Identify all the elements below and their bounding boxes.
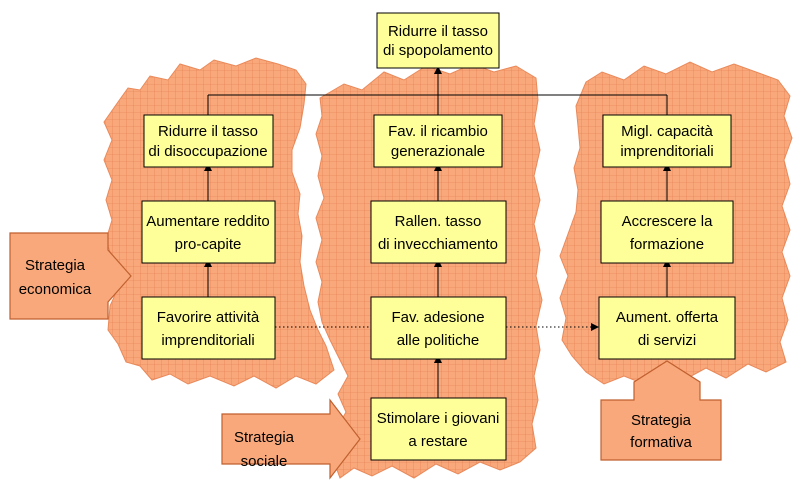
strategy-formativa-line1: Strategia — [631, 412, 692, 429]
goal-top-line1: Ridurre il tasso — [388, 23, 488, 40]
right-objective-line2: imprenditoriali — [620, 143, 713, 160]
center-bottom-line2: alle politiche — [397, 332, 480, 349]
center-base-line1: Stimolare i giovani — [377, 410, 500, 427]
left-middle-line2: pro-capite — [175, 236, 242, 253]
left-middle-line1: Aumentare reddito — [146, 213, 269, 230]
right-bottom-line1: Aument. offerta — [616, 309, 719, 326]
center-objective-line1: Fav. il ricambio — [388, 123, 488, 140]
box-center-objective: Fav. il ricambio generazionale — [373, 114, 503, 168]
goal-top-line2: di spopolamento — [383, 42, 493, 59]
center-middle-line1: Rallen. tasso — [395, 213, 482, 230]
connectors — [204, 66, 671, 398]
strategy-economica-line2: economica — [19, 281, 92, 298]
goal-box-top: Ridurre il tasso di spopolamento — [376, 12, 500, 69]
left-bottom-line1: Favorire attività — [157, 309, 260, 326]
strategy-formativa-line2: formativa — [630, 434, 692, 451]
box-right-middle: Accrescere la formazione — [600, 200, 734, 264]
right-objective-line1: Migl. capacità — [621, 123, 713, 140]
left-bottom-line2: imprenditoriali — [161, 332, 254, 349]
box-center-middle: Rallen. tasso di invecchiamento — [370, 200, 507, 264]
box-left-objective: Ridurre il tasso di disoccupazione — [143, 114, 274, 168]
box-left-middle: Aumentare reddito pro-capite — [141, 200, 276, 264]
center-middle-line2: di invecchiamento — [378, 236, 498, 253]
right-bottom-line2: di servizi — [638, 332, 696, 349]
right-middle-line1: Accrescere la — [622, 213, 714, 230]
box-right-bottom: Aument. offerta di servizi — [598, 296, 736, 360]
box-left-bottom: Favorire attività imprenditoriali — [141, 296, 276, 360]
strategy-economica-arrow: Strategia economica — [9, 232, 132, 320]
right-middle-line2: formazione — [630, 236, 704, 253]
strategy-economica-line1: Strategia — [25, 257, 86, 274]
strategy-formativa-arrow: Strategia formativa — [600, 360, 722, 461]
left-objective-line1: Ridurre il tasso — [158, 123, 258, 140]
center-objective-line2: generazionale — [391, 143, 485, 160]
left-objective-line2: di disoccupazione — [148, 143, 267, 160]
box-right-objective: Migl. capacità imprenditoriali — [602, 114, 732, 168]
center-base-line2: a restare — [408, 433, 467, 450]
strategy-sociale-line1: Strategia — [234, 429, 295, 446]
box-center-bottom: Fav. adesione alle politiche — [370, 296, 507, 360]
strategy-sociale-arrow: Strategia sociale — [221, 398, 361, 480]
center-bottom-line1: Fav. adesione — [391, 309, 484, 326]
strategy-sociale-line2: sociale — [241, 453, 288, 470]
box-center-base: Stimolare i giovani a restare — [370, 397, 507, 461]
